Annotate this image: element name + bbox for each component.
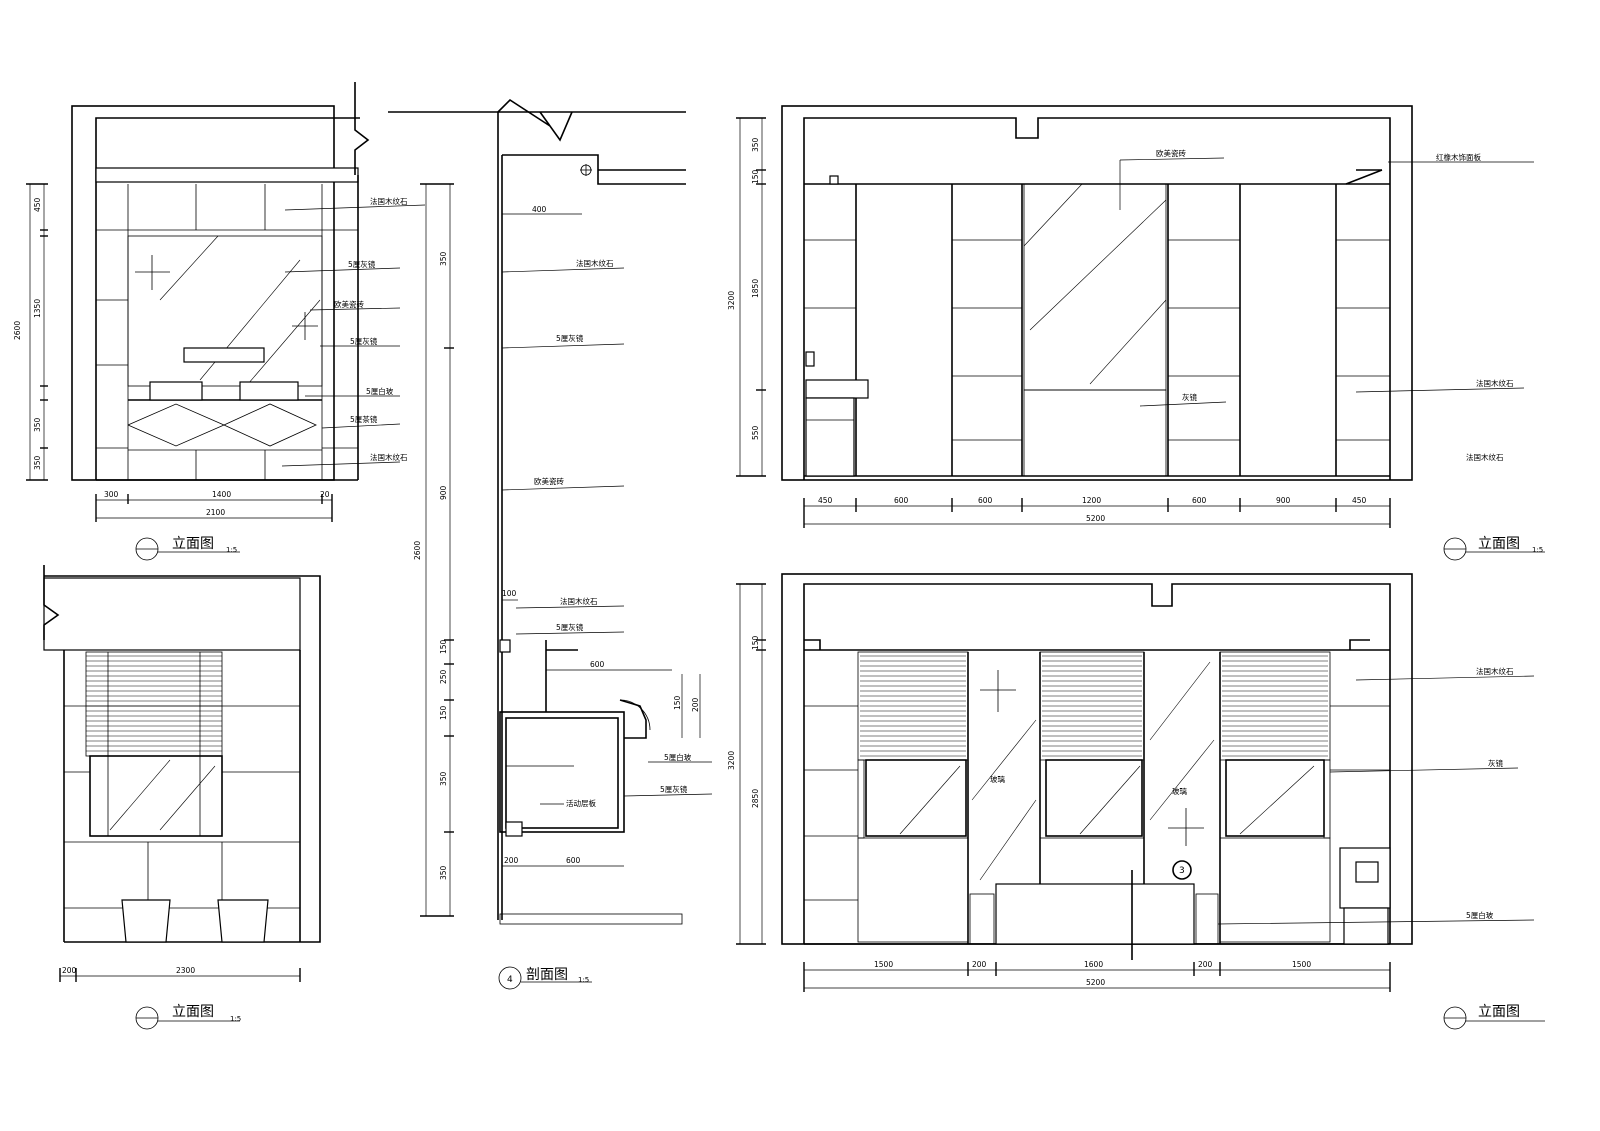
callout-15: 红橡木饰面板 bbox=[1436, 152, 1481, 162]
cabinet-label: 活动层板 bbox=[566, 798, 596, 808]
title-elevation-3: 立面图 bbox=[1478, 536, 1520, 552]
dim-tr-v-1: 350 bbox=[751, 137, 760, 152]
dim-sec-h-2: 600 bbox=[590, 660, 605, 669]
dim-tl-h-2: 20 bbox=[320, 490, 330, 499]
section-view bbox=[388, 98, 713, 925]
mirror-tag-2: 玻璃 bbox=[1172, 786, 1188, 796]
dim-sec-v-3: 150 bbox=[439, 639, 448, 654]
dim-sec-h-4: 200 bbox=[691, 697, 700, 712]
elevation-top-left bbox=[26, 82, 426, 522]
dim-br-h-5: 5200 bbox=[1086, 978, 1105, 987]
callout-2: 欧美瓷砖 bbox=[334, 299, 364, 309]
callout-10: 5厘灰镜 bbox=[556, 622, 584, 632]
callout-0: 法国木纹石 bbox=[370, 196, 408, 206]
dim-br-h-1: 200 bbox=[972, 960, 987, 969]
dim-sec-v-4: 250 bbox=[439, 669, 448, 684]
section-number: 4 bbox=[507, 975, 513, 985]
mirror-tag-1: 玻璃 bbox=[990, 774, 1005, 784]
elevation-bottom-right bbox=[736, 573, 1535, 992]
dim-sec-v-1: 350 bbox=[439, 251, 448, 266]
material-callouts: 法国木纹石 5厘灰镜 欧美瓷砖 5厘灰镜 5厘白玻 5厘茶镜 法国木纹石 法国木… bbox=[334, 148, 1514, 920]
dim-tl-h-0: 300 bbox=[104, 490, 119, 499]
dim-tr-v-4: 550 bbox=[751, 425, 760, 440]
scale-3: 1:5 bbox=[578, 976, 589, 984]
dim-sec-v-7: 350 bbox=[439, 865, 448, 880]
callout-9: 欧美瓷砖 bbox=[534, 476, 564, 486]
dim-tl-v-0: 2600 bbox=[13, 321, 22, 340]
dim-sec-h-1: 100 bbox=[502, 589, 517, 598]
dim-br-h-2: 1600 bbox=[1084, 960, 1103, 969]
dim-br-v-1: 150 bbox=[751, 635, 760, 650]
callout-21: 法国木纹石 bbox=[1466, 452, 1504, 462]
dim-br-h-3: 200 bbox=[1198, 960, 1213, 969]
callout-11: 法国木纹石 bbox=[560, 596, 598, 606]
callout-13: 5厘灰镜 bbox=[660, 784, 688, 794]
dim-tr-h-5: 900 bbox=[1276, 496, 1291, 505]
dim-sec-v-2: 900 bbox=[439, 485, 448, 500]
callout-7: 法国木纹石 bbox=[576, 258, 614, 268]
callout-20: 5厘白玻 bbox=[1466, 910, 1494, 920]
dim-tr-h-1: 600 bbox=[894, 496, 909, 505]
dim-tr-v-2: 150 bbox=[751, 169, 760, 184]
scale-1: 1:5 bbox=[226, 546, 237, 554]
callout-8: 5厘灰镜 bbox=[556, 333, 584, 343]
title-elevation-2: 立面图 bbox=[172, 1004, 214, 1020]
dim-tr-h-2: 600 bbox=[978, 496, 993, 505]
elevation-top-right bbox=[736, 105, 1534, 528]
dim-sec-h-5: 200 bbox=[504, 856, 519, 865]
dim-br-v-2: 2850 bbox=[751, 789, 760, 808]
callout-18: 法国木纹石 bbox=[1476, 666, 1514, 676]
dim-sec-v-0: 2600 bbox=[413, 541, 422, 560]
callout-1: 5厘灰镜 bbox=[348, 259, 376, 269]
dim-bl-h-0: 200 bbox=[62, 966, 77, 975]
callout-6: 法国木纹石 bbox=[370, 452, 408, 462]
scale-2: 1:5 bbox=[230, 1015, 241, 1023]
callout-14: 欧美瓷砖 bbox=[1156, 148, 1186, 158]
callout-5: 5厘茶镜 bbox=[350, 414, 378, 424]
dim-tr-v-3: 1850 bbox=[751, 279, 760, 298]
dim-br-h-0: 1500 bbox=[874, 960, 893, 969]
title-section: 剖面图 bbox=[526, 967, 568, 983]
dim-tr-h-6: 450 bbox=[1352, 496, 1367, 505]
dim-sec-v-6: 350 bbox=[439, 771, 448, 786]
dim-tl-h-3: 2100 bbox=[206, 508, 225, 517]
callout-12: 5厘白玻 bbox=[664, 752, 692, 762]
callout-19: 灰镜 bbox=[1488, 758, 1504, 768]
dim-tr-h-3: 1200 bbox=[1082, 496, 1101, 505]
elevation-bottom-left bbox=[43, 565, 321, 982]
dim-tr-h-0: 450 bbox=[818, 496, 833, 505]
dim-sec-h-0: 400 bbox=[532, 205, 547, 214]
dim-sec-h-3: 150 bbox=[673, 695, 682, 710]
callout-4: 5厘白玻 bbox=[366, 386, 394, 396]
dim-sec-h-6: 600 bbox=[566, 856, 581, 865]
dimension-values: 2600 450 1350 350 350 300 1400 20 2100 2… bbox=[13, 137, 1367, 987]
blind-slats bbox=[86, 655, 1328, 757]
title-elevation-1: 立面图 bbox=[172, 536, 214, 552]
dim-tl-h-1: 1400 bbox=[212, 490, 231, 499]
section-marker: 3 bbox=[1179, 866, 1185, 876]
dim-tl-v-4: 350 bbox=[33, 455, 42, 470]
dim-tr-h-4: 600 bbox=[1192, 496, 1207, 505]
callout-16: 法国木纹石 bbox=[1476, 378, 1514, 388]
scale-4: 1:5 bbox=[1532, 546, 1543, 554]
dim-bl-h-1: 2300 bbox=[176, 966, 195, 975]
dim-tl-v-1: 450 bbox=[33, 197, 42, 212]
dim-tl-v-3: 350 bbox=[33, 417, 42, 432]
callout-17: 灰镜 bbox=[1182, 392, 1198, 402]
dim-br-v-0: 3200 bbox=[727, 751, 736, 770]
dim-sec-v-5: 150 bbox=[439, 705, 448, 720]
view-titles bbox=[135, 537, 1545, 1030]
dim-tr-v-0: 3200 bbox=[727, 291, 736, 310]
title-elevation-4: 立面图 bbox=[1478, 1004, 1520, 1020]
dim-tr-h-7: 5200 bbox=[1086, 514, 1105, 523]
dim-br-h-4: 1500 bbox=[1292, 960, 1311, 969]
dim-tl-v-2: 1350 bbox=[33, 299, 42, 318]
callout-3: 5厘灰镜 bbox=[350, 336, 378, 346]
view-title-labels: 立面图 1:5 立面图 1:5 剖面图 1:5 4 立面图 1:5 立面图 3 … bbox=[172, 536, 1543, 1023]
